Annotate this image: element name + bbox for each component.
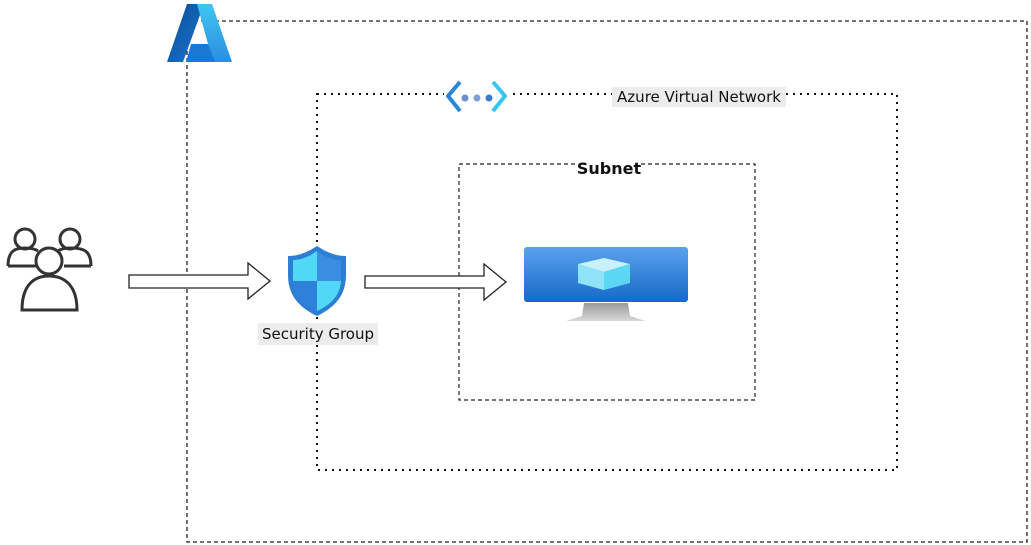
arrow-users-to-security-group [128, 261, 272, 301]
users-icon [6, 227, 93, 312]
azure-logo-icon [167, 4, 232, 62]
vnet-label-bg [612, 87, 786, 107]
azure-cloud-boundary [186, 20, 1028, 543]
security-group-label-bg [258, 323, 378, 345]
virtual-network-icon [444, 80, 508, 113]
subnet-label-bg [577, 157, 641, 177]
arrow-security-group-to-vm [364, 262, 508, 302]
security-group-label: Security Group [262, 325, 374, 343]
vnet-label: Azure Virtual Network [617, 88, 781, 106]
shield-icon [288, 246, 346, 316]
subnet-label: Subnet [577, 159, 642, 178]
virtual-machine-icon [524, 247, 688, 321]
